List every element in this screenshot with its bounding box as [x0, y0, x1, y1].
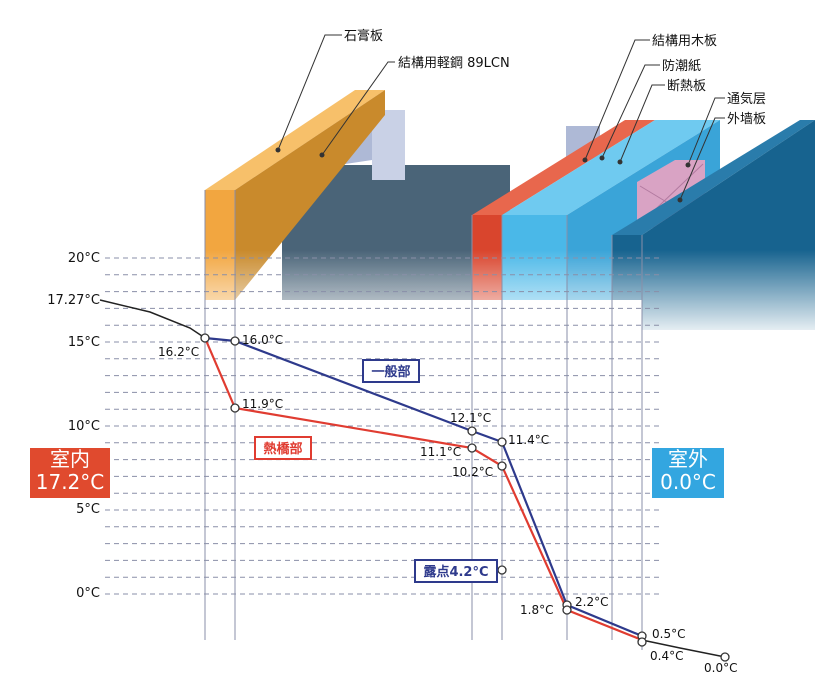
point-16-0 — [230, 336, 240, 346]
dew-point-box — [414, 559, 498, 583]
temp-11-9: 11.9°C — [242, 397, 283, 411]
point-12-1 — [467, 426, 477, 436]
outdoor-lead-line — [641, 639, 726, 658]
label-structural-wood: 結構用木板 — [652, 34, 717, 49]
dew-point-label: 露点4.2°C — [423, 564, 488, 580]
temp-12-1: 12.1°C — [450, 411, 491, 425]
general-series-box — [362, 359, 420, 383]
temp-0-5: 0.5°C — [652, 627, 685, 641]
point-10-2 — [497, 461, 507, 471]
axis-label-5: 5°C — [76, 502, 100, 517]
temp-10-2: 10.2°C — [452, 465, 493, 479]
bridge-series-box — [254, 436, 312, 460]
outdoor-temperature-box: 室外 0.0°C — [652, 448, 724, 498]
bridge-series-label: 熱橋部 — [263, 441, 302, 457]
temp-11-4: 11.4°C — [508, 433, 549, 447]
label-cladding: 外墙板 — [727, 112, 766, 127]
layer-callouts — [277, 34, 725, 201]
steel-stud-face — [372, 110, 405, 180]
indoor-label: 室内 — [50, 447, 90, 471]
gypsum-board-side — [235, 90, 385, 300]
indoor-temperature-box: 室内 17.2°C — [30, 448, 110, 498]
temp-0-4: 0.4°C — [650, 649, 683, 663]
point-0-0 — [720, 652, 730, 662]
axis-label-15: 15°C — [68, 335, 100, 350]
wall-section — [190, 90, 830, 340]
label-gypsum-board: 石膏板 — [344, 28, 383, 44]
axis-label-10: 10°C — [68, 419, 100, 434]
point-1-8 — [562, 605, 572, 615]
general-temperature-line — [204, 336, 643, 638]
temp-1-8: 1.8°C — [520, 603, 553, 617]
bridge-temperature-line — [203, 337, 643, 642]
point-11-4 — [497, 437, 507, 447]
point-dew — [497, 565, 507, 575]
label-steel-stud: 結構用軽鋼 89LCN — [398, 56, 510, 71]
label-moisture-paper: 防潮紙 — [662, 58, 701, 74]
temp-2-2: 2.2°C — [575, 595, 608, 609]
temp-11-1: 11.1°C — [420, 445, 461, 459]
insulation-top — [502, 120, 720, 215]
gypsum-board-top — [205, 90, 385, 190]
outdoor-temp: 0.0°C — [660, 470, 716, 494]
outdoor-label: 室外 — [668, 447, 708, 471]
label-insulation: 断熱板 — [667, 79, 706, 94]
indoor-temp: 17.2°C — [35, 470, 105, 494]
point-0-4 — [637, 637, 647, 647]
point-11-1 — [467, 443, 477, 453]
cladding-top — [612, 120, 815, 235]
general-series-label: 一般部 — [371, 364, 410, 380]
point-16-2 — [200, 333, 210, 343]
axis-label-20: 20°C — [68, 251, 100, 266]
temp-16-2: 16.2°C — [158, 345, 199, 359]
indoor-lead-line — [99, 299, 206, 339]
label-air-layer: 通気层 — [727, 91, 766, 107]
axis-label-17-27: 17.27°C — [47, 293, 100, 308]
axis-label-0: 0°C — [76, 586, 100, 601]
temp-16-0: 16.0°C — [242, 333, 283, 347]
wood-board-top — [472, 120, 655, 215]
temp-0-0: 0.0°C — [704, 661, 737, 675]
point-11-9 — [230, 403, 240, 413]
